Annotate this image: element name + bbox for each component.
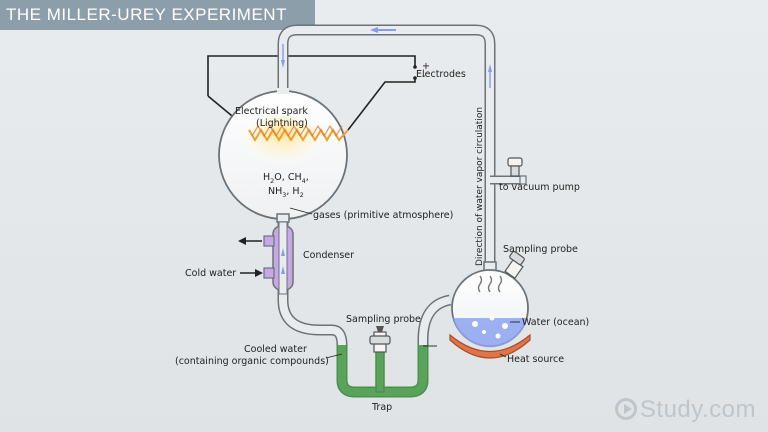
flow-arrows — [281, 27, 492, 88]
label-trap: Trap — [371, 402, 392, 413]
label-spark-line2: (Lightning) — [256, 118, 308, 129]
heat-source — [449, 333, 531, 359]
vacuum-valve — [507, 157, 527, 185]
ch4-sub: 4 — [302, 177, 306, 185]
label-condenser: Condenser — [303, 250, 354, 261]
label-cooled-water-1: Cooled water — [244, 344, 307, 355]
label-spark-line1: Electrical spark — [235, 106, 308, 117]
watermark: Study.com — [614, 395, 756, 424]
nh3-nh: NH — [268, 186, 282, 197]
cold-water-inflow-arrow — [240, 269, 263, 277]
label-plus: + — [422, 61, 430, 72]
label-cold-water: Cold water — [185, 268, 236, 279]
label-cooled-water-2: (containing organic compounds) — [175, 356, 329, 367]
sampling-probe-bottom — [369, 326, 391, 353]
h2-sub: 2 — [300, 191, 304, 199]
label-heat-source: Heat source — [507, 354, 564, 365]
title-bar: THE MILLER-UREY EXPERIMENT — [0, 0, 315, 30]
sampling-probe-top — [504, 250, 525, 280]
h2o-h: H — [263, 172, 270, 183]
comma: , — [306, 172, 309, 183]
label-sampling-probe-top: Sampling probe — [503, 244, 578, 255]
electrical-spark — [248, 124, 349, 142]
page-title: THE MILLER-UREY EXPERIMENT — [6, 5, 287, 24]
label-minus: - — [422, 71, 425, 82]
nh3-sub: 3 — [282, 191, 286, 199]
h2o-sub: 2 — [270, 177, 274, 185]
label-gases-primitive: gases (primitive atmosphere) — [313, 210, 453, 221]
label-gases-formula-1: H2O, CH4, — [263, 172, 309, 185]
watermark-text: Study.com — [639, 396, 756, 423]
condenser-outflow-arrow — [238, 237, 262, 245]
water-flask — [451, 261, 529, 348]
label-vacuum-pump: to vacuum pump — [499, 182, 580, 193]
label-electrodes: Electrodes — [416, 69, 466, 80]
label-direction: Direction of water vapor circulation — [475, 107, 485, 266]
label-water-ocean: Water (ocean) — [522, 317, 589, 328]
label-gases-formula-2: NH3, H2 — [268, 186, 304, 199]
label-sampling-probe-bottom: Sampling probe — [346, 314, 421, 325]
condenser — [263, 221, 294, 295]
leader-lines — [289, 207, 520, 359]
play-icon — [614, 398, 637, 420]
h2o-ch: O, CH — [274, 172, 301, 183]
trap-liquid — [336, 345, 429, 398]
h2-h: , H — [286, 186, 299, 197]
